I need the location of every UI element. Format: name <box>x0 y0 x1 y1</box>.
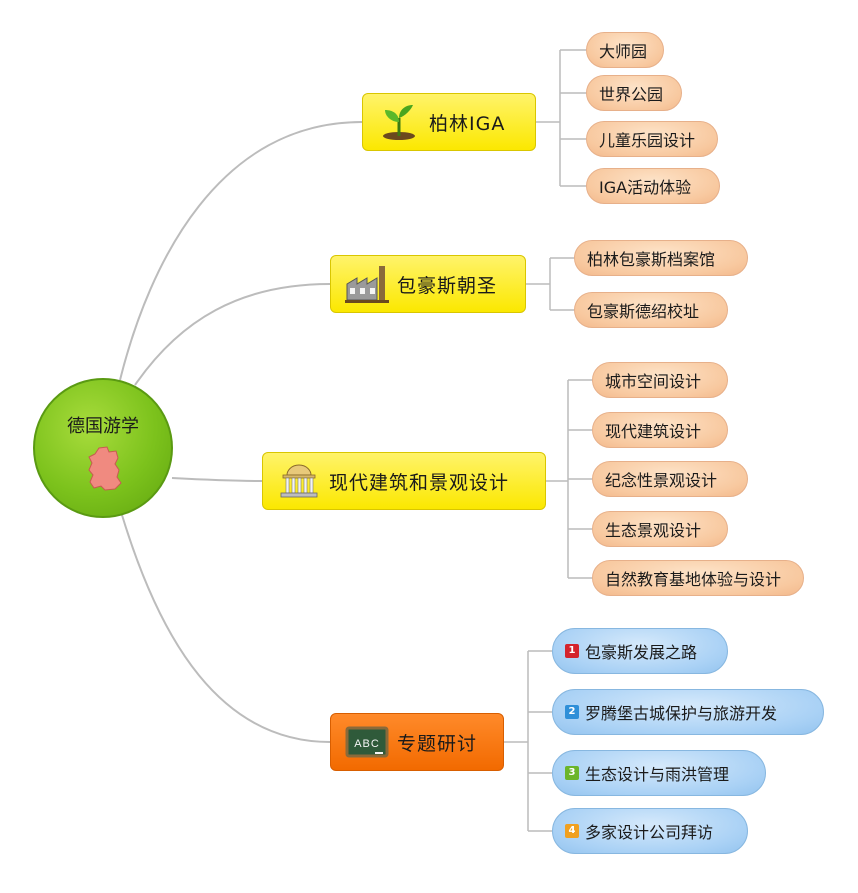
number-badge: 1 <box>565 644 579 658</box>
leaf-bauhaus-archive[interactable]: 柏林包豪斯档案馆 <box>574 240 748 276</box>
leaf-design-firm-visits[interactable]: 4 多家设计公司拜访 <box>552 808 748 854</box>
branch-bauhaus-pilgrimage[interactable]: 包豪斯朝圣 <box>330 255 526 313</box>
leaf-children-park-design[interactable]: 儿童乐园设计 <box>586 121 718 157</box>
leaf-label: 包豪斯发展之路 <box>585 643 698 662</box>
leaf-modern-architecture-design[interactable]: 现代建筑设计 <box>592 412 728 448</box>
number-badge: 2 <box>565 705 579 719</box>
leaf-ecological-landscape-design[interactable]: 生态景观设计 <box>592 511 728 547</box>
seedling-icon <box>383 105 415 140</box>
branch-special-seminar[interactable]: ABC 专题研讨 <box>330 713 504 771</box>
branch-label: 包豪斯朝圣 <box>397 274 498 297</box>
leaf-urban-space-design[interactable]: 城市空间设计 <box>592 362 728 398</box>
leaf-memorial-landscape-design[interactable]: 纪念性景观设计 <box>592 461 748 497</box>
branch-berlin-iga[interactable]: 柏林IGA <box>362 93 536 151</box>
factory-icon <box>345 266 389 303</box>
leaf-label: 罗腾堡古城保护与旅游开发 <box>585 704 778 723</box>
leaf-label: 包豪斯德绍校址 <box>587 302 700 321</box>
leaf-label: IGA活动体验 <box>599 178 692 197</box>
leaf-nature-education-base[interactable]: 自然教育基地体验与设计 <box>592 560 804 596</box>
branch-label: 柏林IGA <box>429 112 506 135</box>
chalkboard-abc-icon: ABC <box>345 726 389 758</box>
root-node[interactable]: 德国游学 <box>33 378 173 518</box>
leaf-label: 世界公园 <box>599 85 664 104</box>
leaf-bauhaus-dessau[interactable]: 包豪斯德绍校址 <box>574 292 728 328</box>
germany-map-icon <box>88 446 122 491</box>
root-label: 德国游学 <box>67 416 139 437</box>
leaf-label: 纪念性景观设计 <box>605 471 718 490</box>
leaf-label: 现代建筑设计 <box>605 422 702 441</box>
leaf-world-garden[interactable]: 世界公园 <box>586 75 682 111</box>
leaf-bauhaus-development[interactable]: 1 包豪斯发展之路 <box>552 628 728 674</box>
chalkboard-text: ABC <box>354 738 380 750</box>
leaf-ecological-stormwater[interactable]: 3 生态设计与雨洪管理 <box>552 750 766 796</box>
leaf-label: 自然教育基地体验与设计 <box>605 570 782 589</box>
leaf-label: 生态景观设计 <box>605 521 702 540</box>
number-badge: 4 <box>565 824 579 838</box>
number-badge: 3 <box>565 766 579 780</box>
branch-label: 专题研讨 <box>397 732 478 755</box>
branch-label: 现代建筑和景观设计 <box>329 471 510 494</box>
leaf-label: 大师园 <box>599 42 648 61</box>
leaf-rothenburg-conservation[interactable]: 2 罗腾堡古城保护与旅游开发 <box>552 689 824 735</box>
leaf-label: 柏林包豪斯档案馆 <box>587 250 716 269</box>
leaf-label: 生态设计与雨洪管理 <box>585 765 730 784</box>
branch-modern-architecture-landscape[interactable]: 现代建筑和景观设计 <box>262 452 546 510</box>
leaf-label: 儿童乐园设计 <box>599 131 696 150</box>
leaf-master-garden[interactable]: 大师园 <box>586 32 664 68</box>
leaf-label: 城市空间设计 <box>605 372 702 391</box>
leaf-label: 多家设计公司拜访 <box>585 823 714 842</box>
classical-building-icon <box>280 464 318 498</box>
leaf-iga-activity[interactable]: IGA活动体验 <box>586 168 720 204</box>
